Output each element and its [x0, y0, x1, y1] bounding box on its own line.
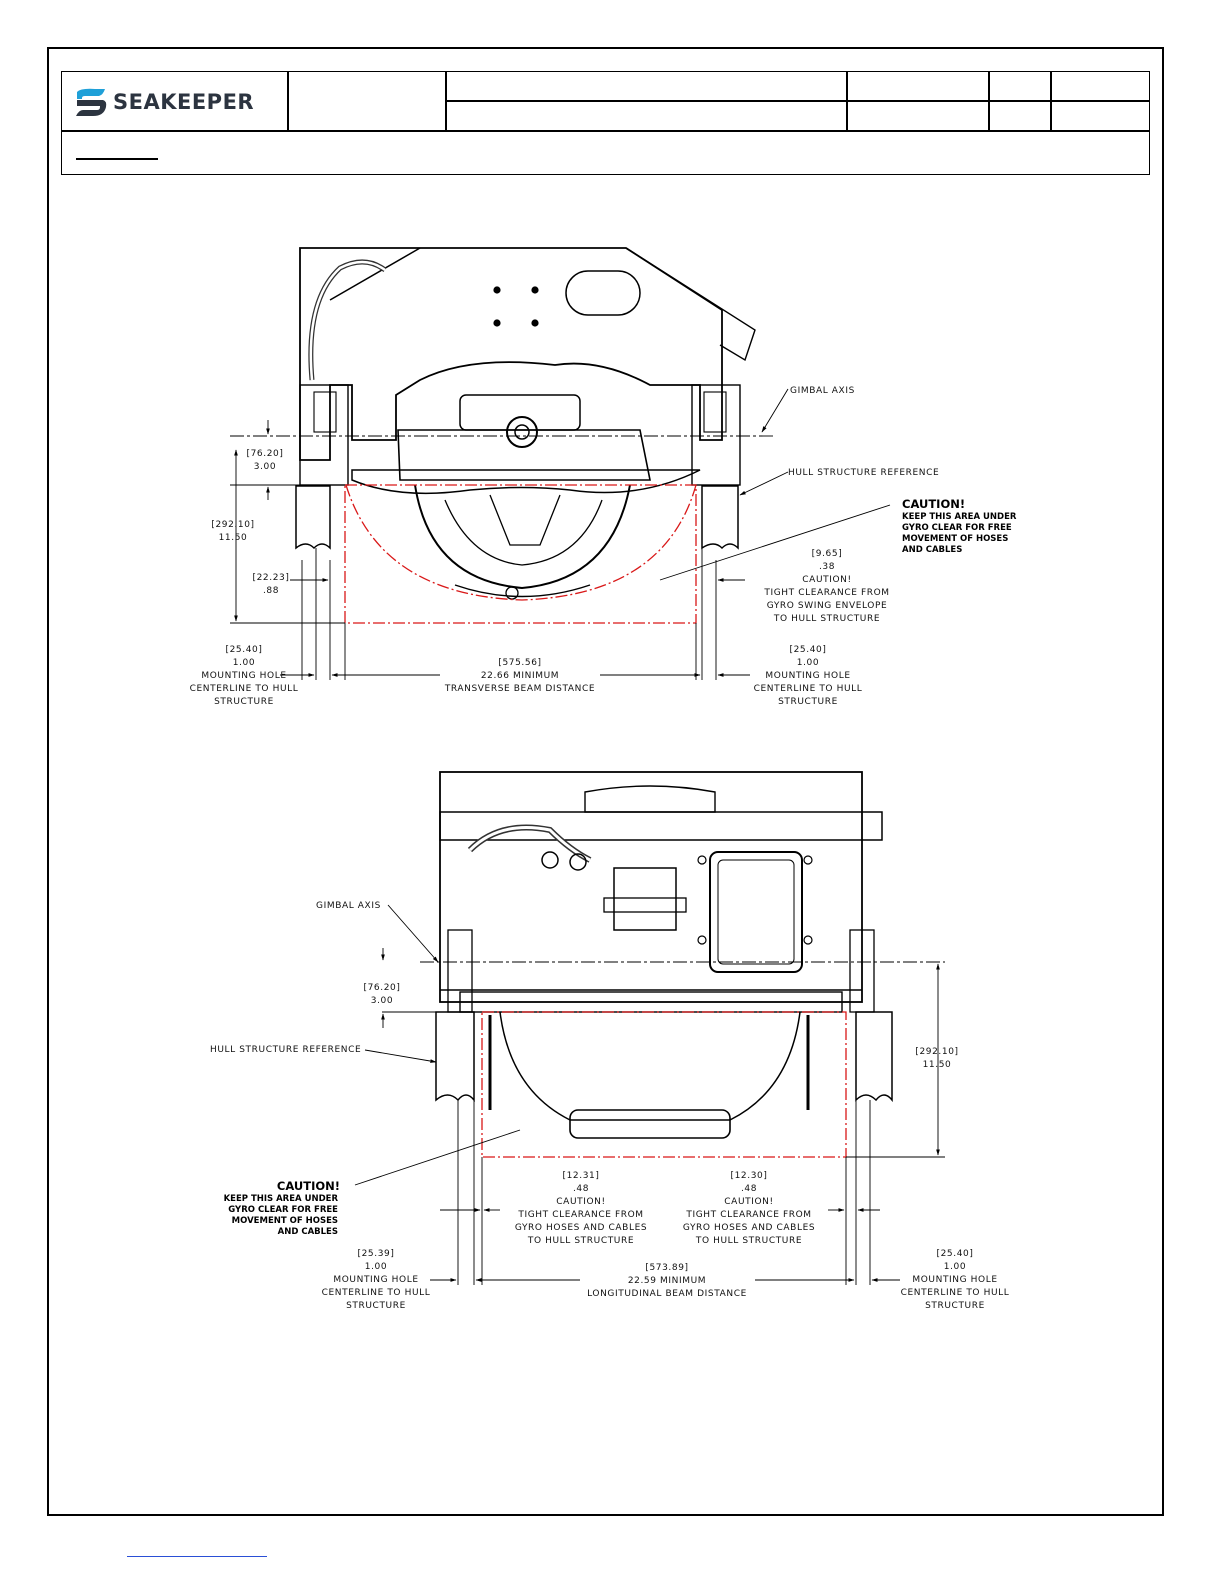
- dim-imperial: 1.00: [944, 1262, 966, 1272]
- dim-metric: [12.31]: [563, 1171, 600, 1181]
- transverse-clear-envelope: [344, 484, 697, 624]
- dim-metric: [25.40]: [790, 645, 827, 655]
- title-block-divider: [287, 71, 289, 131]
- dim-note: CAUTION!: [724, 1197, 773, 1207]
- dim-note: TRANSVERSE BEAM DISTANCE: [444, 684, 595, 694]
- dim-metric: [25.40]: [226, 645, 263, 655]
- caution-line: GYRO CLEAR FOR FREE: [902, 523, 1012, 533]
- caution-title: CAUTION!: [277, 1179, 340, 1193]
- dim-note: TO HULL STRUCTURE: [773, 614, 880, 624]
- dim-note: TIGHT CLEARANCE FROM: [685, 1210, 811, 1220]
- dim-note: CAUTION!: [802, 575, 851, 585]
- dim-note: MOUNTING HOLE: [333, 1275, 418, 1285]
- dim-imperial: 11.50: [219, 533, 248, 543]
- caution-title: CAUTION!: [902, 497, 965, 511]
- dim-note: STRUCTURE: [778, 697, 838, 707]
- caution-line: KEEP THIS AREA UNDER: [902, 512, 1017, 522]
- longitudinal-labels: GIMBAL AXIS HULL STRUCTURE REFERENCE CAU…: [210, 901, 1009, 1311]
- seakeeper-logo: SEAKEEPER: [73, 86, 278, 120]
- dim-note: STRUCTURE: [214, 697, 274, 707]
- dim-imperial: 1.00: [365, 1262, 387, 1272]
- dim-note: CENTERLINE TO HULL: [322, 1288, 431, 1298]
- caution-line: AND CABLES: [278, 1227, 338, 1237]
- seakeeper-logo-icon: [76, 88, 107, 116]
- dim-note: TO HULL STRUCTURE: [527, 1236, 634, 1246]
- dim-metric: [575.56]: [498, 658, 541, 668]
- dim-note: GYRO HOSES AND CABLES: [683, 1223, 815, 1233]
- transverse-dimension-lines: [230, 388, 891, 680]
- dim-metric: [292.10]: [211, 520, 254, 530]
- gimbal-axis-label: GIMBAL AXIS: [316, 901, 381, 911]
- dim-note: GYRO SWING ENVELOPE: [767, 601, 888, 611]
- title-block: [61, 71, 1150, 175]
- dim-imperial: 3.00: [254, 462, 276, 472]
- dim-imperial: .38: [819, 562, 835, 572]
- dim-note: GYRO HOSES AND CABLES: [515, 1223, 647, 1233]
- title-block-divider: [61, 130, 1150, 132]
- dim-note: CENTERLINE TO HULL: [901, 1288, 1010, 1298]
- dim-metric: [573.89]: [645, 1263, 688, 1273]
- footer-link-underline[interactable]: [127, 1556, 267, 1557]
- dim-imperial: 3.00: [371, 996, 393, 1006]
- dim-note: CENTERLINE TO HULL: [190, 684, 299, 694]
- dim-imperial: .88: [263, 586, 279, 596]
- dim-note: TIGHT CLEARANCE FROM: [517, 1210, 643, 1220]
- dim-note: MOUNTING HOLE: [201, 671, 286, 681]
- title-block-divider: [445, 100, 1150, 102]
- dim-note: CAUTION!: [556, 1197, 605, 1207]
- dim-imperial: 1.00: [797, 658, 819, 668]
- dim-note: MOUNTING HOLE: [765, 671, 850, 681]
- longitudinal-view: [435, 771, 893, 1139]
- dim-note: TO HULL STRUCTURE: [695, 1236, 802, 1246]
- dim-imperial: 22.66 MINIMUM: [481, 671, 559, 681]
- dim-note: STRUCTURE: [346, 1301, 406, 1311]
- transverse-labels: GIMBAL AXIS HULL STRUCTURE REFERENCE CAU…: [190, 386, 1017, 707]
- caution-line: MOVEMENT OF HOSES: [902, 534, 1008, 544]
- dim-metric: [9.65]: [812, 549, 843, 559]
- dim-imperial: 11.50: [923, 1060, 952, 1070]
- hull-reference-label: HULL STRUCTURE REFERENCE: [788, 468, 939, 478]
- dim-imperial: .48: [741, 1184, 757, 1194]
- caution-line: MOVEMENT OF HOSES: [232, 1216, 338, 1226]
- dim-imperial: .48: [573, 1184, 589, 1194]
- longitudinal-dimension-lines: [354, 904, 945, 1285]
- sheet-border: [47, 47, 1164, 1516]
- dim-imperial: 1.00: [233, 658, 255, 668]
- logo-text: SEAKEEPER: [113, 90, 255, 114]
- dim-metric: [76.20]: [247, 449, 284, 459]
- dim-note: LONGITUDINAL BEAM DISTANCE: [587, 1289, 747, 1299]
- dim-imperial: 22.59 MINIMUM: [628, 1276, 706, 1286]
- dim-metric: [292.10]: [915, 1047, 958, 1057]
- caution-line: KEEP THIS AREA UNDER: [224, 1194, 339, 1204]
- dim-note: TIGHT CLEARANCE FROM: [763, 588, 889, 598]
- dim-note: STRUCTURE: [925, 1301, 985, 1311]
- dim-metric: [76.20]: [364, 983, 401, 993]
- dim-metric: [25.40]: [937, 1249, 974, 1259]
- dim-metric: [12.30]: [731, 1171, 768, 1181]
- caution-line: AND CABLES: [902, 545, 962, 555]
- dim-note: CENTERLINE TO HULL: [754, 684, 863, 694]
- dim-metric: [25.39]: [358, 1249, 395, 1259]
- dim-metric: [22.23]: [253, 573, 290, 583]
- caution-line: GYRO CLEAR FOR FREE: [228, 1205, 338, 1215]
- hull-reference-label: HULL STRUCTURE REFERENCE: [210, 1045, 361, 1055]
- gimbal-axis-label: GIMBAL AXIS: [790, 386, 855, 396]
- longitudinal-clear-envelope: [481, 1011, 847, 1158]
- transverse-view: [295, 247, 756, 600]
- title-underline: [76, 158, 158, 160]
- dim-note: MOUNTING HOLE: [912, 1275, 997, 1285]
